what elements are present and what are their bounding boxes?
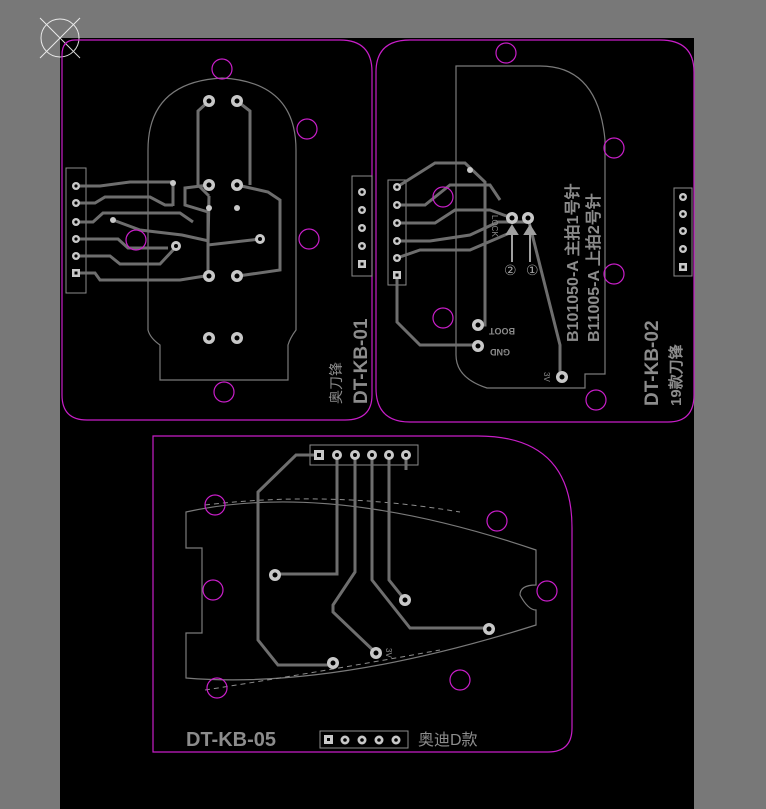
kb01-mounting-holes (125, 58, 320, 403)
kb05-mounting-holes (202, 494, 558, 699)
kb02-model-1: B101050-A 主拍1号针 (563, 183, 582, 342)
kb02-pad-boot-label: BOOT (488, 326, 515, 336)
kb02-right-connector-pads (679, 193, 687, 271)
kb02-arrow-icons (505, 224, 537, 262)
kb02-pad-gnd-label: GND (490, 347, 511, 357)
kb02-pad-lock-label: LOCK (490, 215, 499, 237)
board-kb02: BOOT GND LOCK 3V ① ② B101050-A 主拍1号针 B11… (375, 39, 695, 423)
board-kb05-outline (152, 435, 573, 753)
board-kb01-silk-outline (147, 77, 297, 381)
board-kb02-outline (375, 39, 695, 423)
kb02-marker-2: ② (504, 262, 517, 278)
kb02-model-2: B11005-A 上拍2号针 (584, 193, 603, 342)
kb02-right-connector (673, 187, 693, 277)
kb05-silk-outline (185, 501, 537, 681)
kb02-pad-3v-label: 3V (542, 372, 551, 382)
kb01-left-connector-pads (72, 182, 80, 277)
kb02-desc: 19款刀锋 (667, 343, 685, 406)
board-kb05: 3V DT-KB-05 奥迪D款 (152, 435, 573, 753)
kb05-bottom-connector-pads (324, 735, 401, 745)
kb05-desc: 奥迪D款 (418, 731, 478, 749)
kb01-pads (110, 95, 265, 344)
kb01-desc: 奥刀锋 (328, 362, 344, 404)
kb05-pad-3v-label: 3V (384, 648, 393, 658)
kb05-tracks (256, 453, 489, 667)
kb05-dashed-guide (204, 498, 461, 691)
kb01-left-connector (65, 167, 87, 294)
kb05-connector-pads (314, 450, 411, 460)
kb05-bottom-connector (319, 730, 409, 749)
kb05-title: DT-KB-05 (186, 729, 276, 751)
kb02-title: DT-KB-02 (642, 320, 663, 406)
kb05-pads (269, 569, 495, 669)
kb02-left-connector-pads (393, 183, 401, 279)
board-area (60, 38, 694, 809)
origin-marker-icon (39, 17, 81, 59)
kb01-right-connector (351, 175, 373, 277)
kb02-mounting-holes (432, 42, 625, 411)
kb02-pads (467, 167, 568, 383)
kb02-marker-1: ① (526, 262, 539, 278)
board-kb02-silk-outline (455, 65, 606, 389)
kb01-title: DT-KB-01 (351, 318, 372, 404)
kb01-right-connector-pads (358, 188, 366, 268)
board-kb01-outline (61, 39, 373, 421)
board-kb01: DT-KB-01 奥刀锋 (61, 39, 373, 421)
